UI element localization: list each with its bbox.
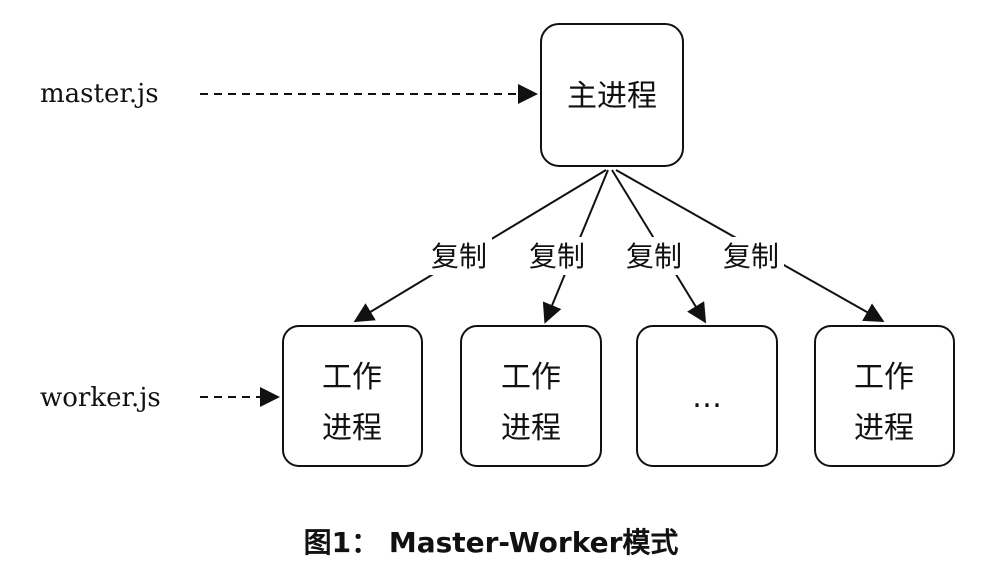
master-js-label: master.js xyxy=(40,79,159,109)
copy-label-bg-1 xyxy=(426,237,492,275)
copy-label-4: 复制 xyxy=(723,240,779,273)
copy-label-bg-3 xyxy=(621,237,687,275)
worker-js-label: worker.js xyxy=(40,383,161,413)
master-process-node xyxy=(540,23,684,167)
worker-process-node-2 xyxy=(460,325,602,467)
copy-label-3: 复制 xyxy=(626,240,682,273)
copy-label-1: 复制 xyxy=(431,240,487,273)
ellipsis-node xyxy=(636,325,778,467)
worker-process-label-1-line2: 进程 xyxy=(322,411,382,446)
worker-process-label-4-line2: 进程 xyxy=(854,411,914,446)
worker-process-label-1-line1: 工作 xyxy=(322,360,382,395)
copy-label-bg-2 xyxy=(524,237,590,275)
worker-process-label-2-line1: 工作 xyxy=(501,360,561,395)
figure-caption: 图1： Master-Worker模式 xyxy=(304,526,679,559)
copy-label-bg-4 xyxy=(718,237,784,275)
copy-label-2: 复制 xyxy=(529,240,585,273)
worker-process-node-4 xyxy=(814,325,955,467)
ellipsis-label: … xyxy=(692,380,722,415)
worker-process-label-4-line1: 工作 xyxy=(854,360,914,395)
worker-process-label-2-line2: 进程 xyxy=(501,411,561,446)
master-process-label: 主进程 xyxy=(567,79,657,114)
worker-process-node-1 xyxy=(282,325,423,467)
